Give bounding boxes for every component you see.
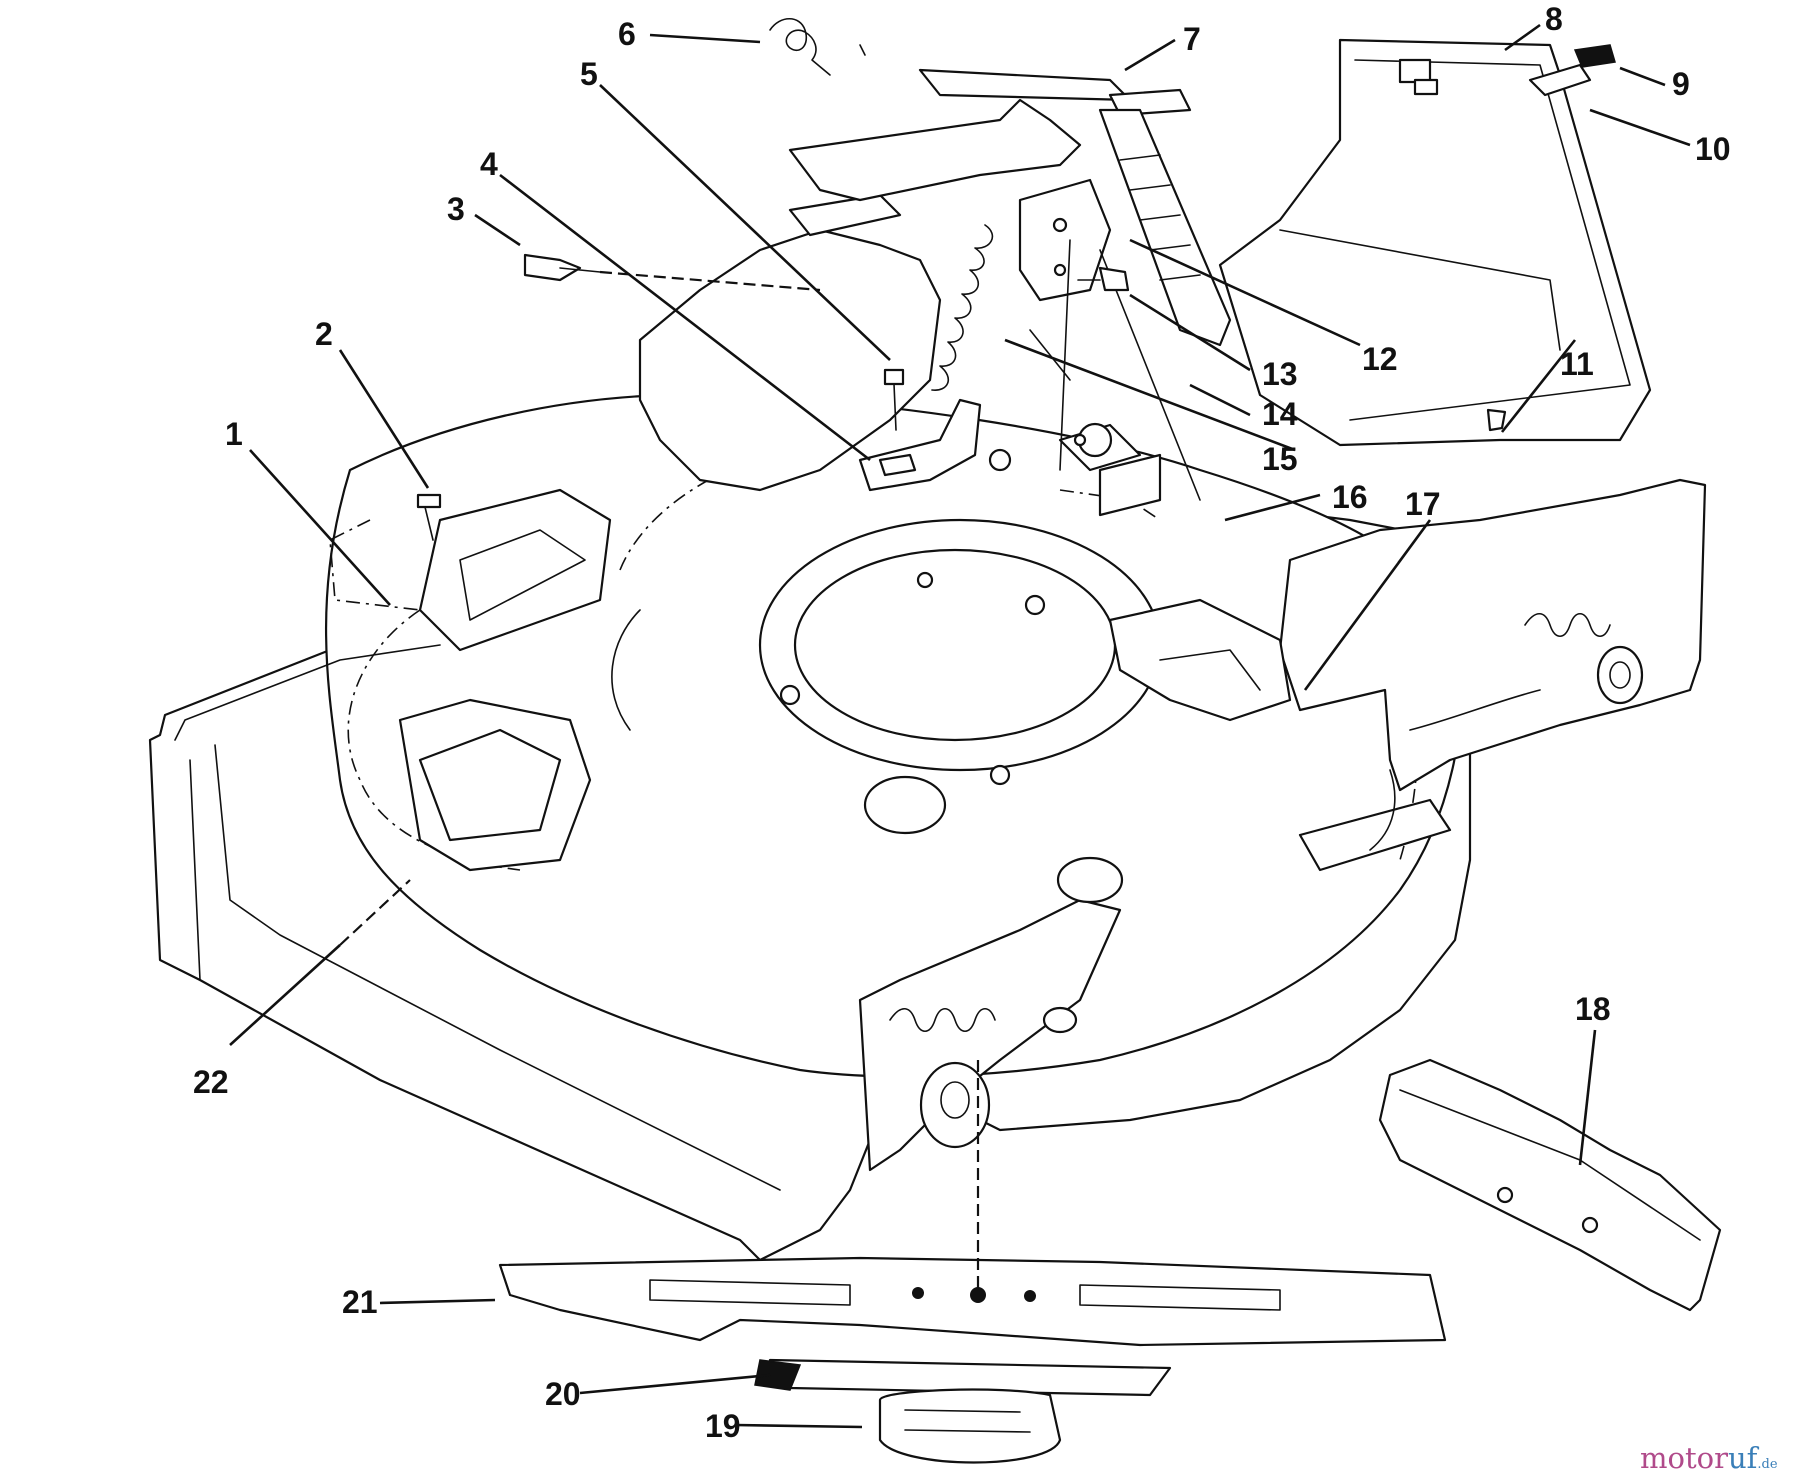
mulching-blade [1378,1058,1722,1312]
callout-12: 12 [1362,341,1398,377]
callout-20: 20 [545,1376,581,1412]
callout-labels: 1 2 3 4 5 6 7 8 9 10 11 12 13 14 15 16 1… [193,1,1731,1444]
callout-10: 10 [1695,131,1731,167]
spring-and-hardware [416,17,1130,541]
grass-bag-frame [1218,38,1652,447]
callout-6: 6 [618,16,636,52]
callout-14: 14 [1262,396,1298,432]
callout-7: 7 [1183,21,1201,57]
leader-lines [229,23,1691,1429]
callout-8: 8 [1545,1,1563,37]
callout-13: 13 [1262,356,1298,392]
callout-15: 15 [1262,441,1298,477]
watermark: motoruf.de [1640,1441,1778,1475]
callout-5: 5 [580,56,598,92]
watermark-brand-main: motor [1640,1441,1728,1475]
callout-18: 18 [1575,991,1611,1027]
watermark-brand-accent: uf [1728,1441,1760,1475]
callout-1: 1 [225,416,243,452]
callout-16: 16 [1332,479,1368,515]
blade-assembly [498,1256,1447,1464]
callout-11: 11 [1560,346,1594,382]
callout-3: 3 [447,191,465,227]
mower-deck-housing [148,393,1707,1262]
callout-2: 2 [315,316,333,352]
watermark-domain: .de [1757,1457,1777,1472]
watermark-text: motoruf.de [1640,1441,1778,1475]
callout-22: 22 [193,1064,229,1100]
callout-19: 19 [705,1408,741,1444]
rear-door-assembly [638,68,1232,501]
callout-9: 9 [1672,66,1690,102]
callout-4: 4 [480,146,498,182]
callout-17: 17 [1405,486,1441,522]
callout-21: 21 [342,1284,378,1320]
